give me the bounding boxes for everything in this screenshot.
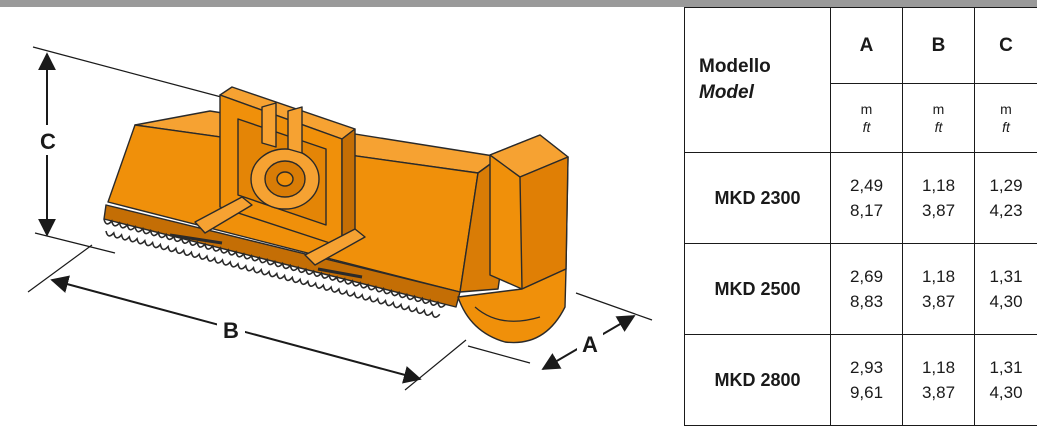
value-imperial: 4,30 [975,380,1037,405]
value-metric: 1,18 [903,264,974,289]
units-c: m ft [975,84,1037,153]
units-b: m ft [903,84,975,153]
label-a: A [582,332,598,357]
model-name: MKD 2300 [685,153,831,244]
value-imperial: 4,30 [975,289,1037,314]
top-band [0,0,1037,7]
value-imperial: 3,87 [903,198,974,223]
table-header-row: Modello Model A B C [685,8,1037,84]
value-metric: 1,31 [975,355,1037,380]
unit-metric: m [831,100,902,118]
label-b: B [223,318,239,343]
value-imperial: 8,83 [831,289,902,314]
value-metric: 2,93 [831,355,902,380]
header-c: C [975,8,1037,84]
header-b: B [903,8,975,84]
value-metric: 2,49 [831,173,902,198]
value-metric: 1,29 [975,173,1037,198]
dimensions-table: Modello Model A B C m ft m ft m ft MKD 2… [684,7,1037,423]
value-imperial: 9,61 [831,380,902,405]
mulcher-drawing: C B A [0,7,680,423]
value-metric: 2,69 [831,264,902,289]
model-name: MKD 2500 [685,244,831,335]
header-a: A [831,8,903,84]
value-imperial: 8,17 [831,198,902,223]
model-header-en: Model [699,80,830,106]
mulcher-illustration: C B A [0,7,680,423]
value-metric: 1,18 [903,355,974,380]
value-metric: 1,18 [903,173,974,198]
unit-metric: m [975,100,1037,118]
model-header-cell: Modello Model [685,8,831,153]
value-imperial: 4,23 [975,198,1037,223]
model-header-it: Modello [699,54,830,80]
model-name: MKD 2800 [685,335,831,426]
label-c: C [40,129,56,154]
mulcher-body [104,87,568,343]
value-imperial: 3,87 [903,289,974,314]
unit-imperial: ft [975,118,1037,136]
unit-metric: m [903,100,974,118]
unit-imperial: ft [903,118,974,136]
unit-imperial: ft [831,118,902,136]
value-imperial: 3,87 [903,380,974,405]
units-a: m ft [831,84,903,153]
value-metric: 1,31 [975,264,1037,289]
